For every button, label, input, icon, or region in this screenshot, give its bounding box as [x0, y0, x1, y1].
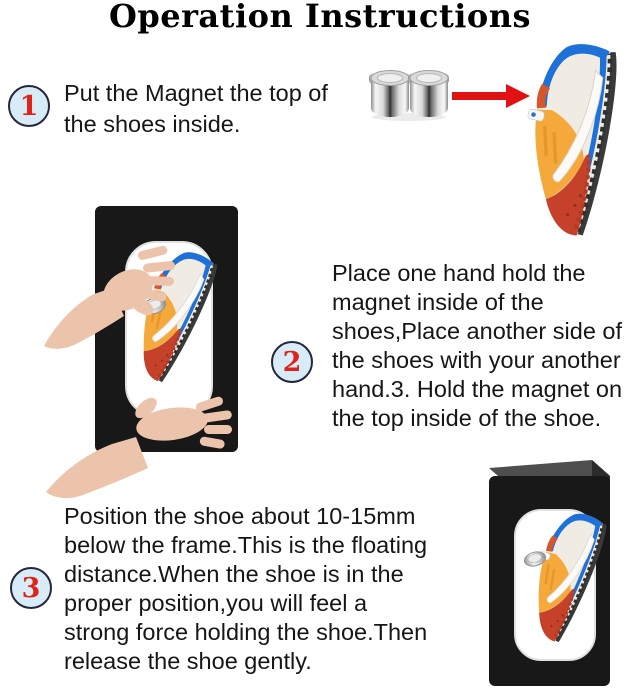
page-title: Operation Instructions — [108, 0, 532, 35]
step-1-badge: 1 — [8, 85, 50, 127]
levitation-display-floating-image — [489, 460, 616, 686]
step-2-badge: 2 — [271, 341, 313, 383]
step-1-text: Put the Magnet the top of the shoes insi… — [64, 80, 328, 137]
step-3-badge: 3 — [10, 567, 52, 609]
step-3-number: 3 — [21, 572, 41, 604]
step-2-number: 2 — [282, 346, 302, 378]
magnet-image — [369, 70, 449, 121]
step-2-text: Place one hand hold the magnet inside of… — [332, 260, 623, 431]
levitation-display-with-hands-image — [44, 206, 238, 499]
step-1-number: 1 — [19, 90, 39, 122]
upper-hand — [44, 245, 175, 349]
sneaker-toe-down-image — [506, 35, 627, 238]
step-3-text: Position the shoe about 10-15mm below th… — [64, 503, 428, 674]
lower-hand — [46, 396, 232, 499]
red-arrow-icon — [452, 84, 530, 108]
